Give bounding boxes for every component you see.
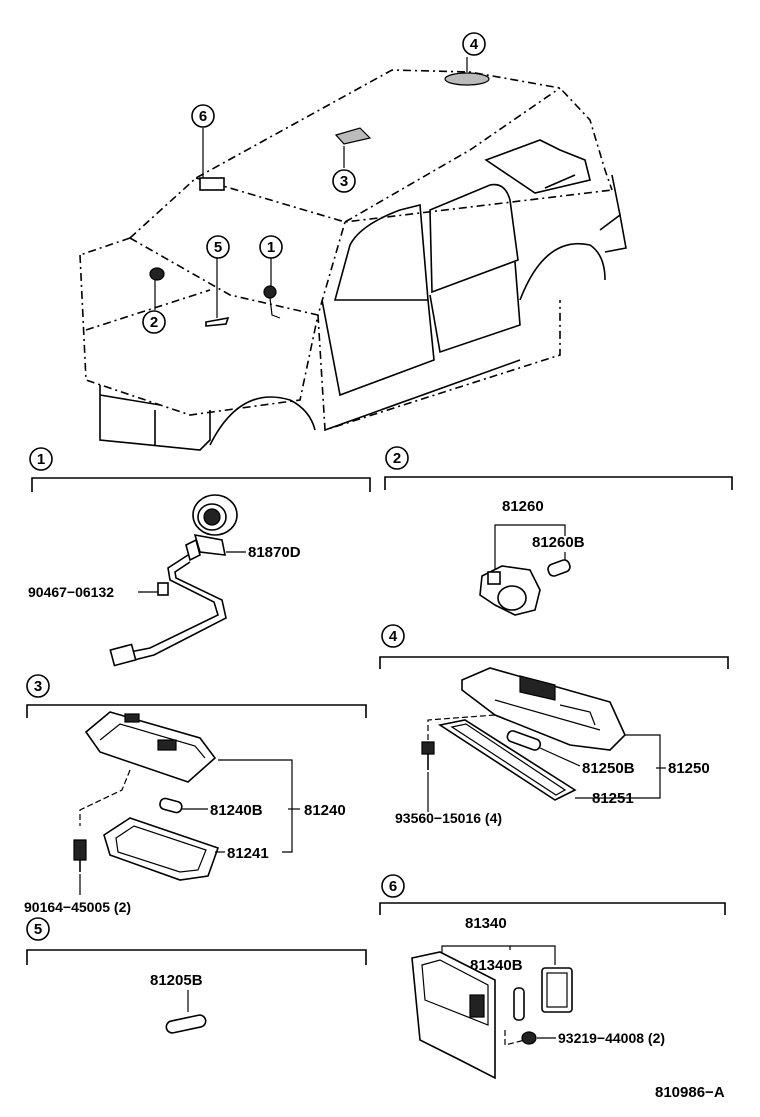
part-4-on-car (444, 72, 490, 86)
part-number-81870d: 81870D (248, 544, 301, 561)
svg-text:2: 2 (150, 314, 158, 331)
part-81250b-bulb (506, 730, 542, 751)
part-81340-housing (411, 951, 496, 1080)
callout-6: 6 (191, 104, 215, 128)
section-1: 1 81870D 90467−06132 (28, 447, 371, 667)
part-number-81250: 81250 (668, 760, 710, 777)
callout-4: 4 (462, 32, 486, 56)
part-81205b-bulb (165, 1014, 207, 1034)
part-81260-socket (479, 565, 541, 616)
callout-1: 1 (259, 235, 283, 259)
section-2: 2 81260 81260B (384, 446, 733, 616)
part-number-90467: 90467−06132 (28, 584, 114, 600)
part-81870d-lamp (185, 494, 238, 562)
section-5: 5 81205B (26, 917, 367, 1034)
part-3-on-car (334, 127, 372, 145)
part-number-81250b: 81250B (582, 760, 635, 777)
section-4: 4 81250B 81250 81251 93560−15016 (4) (379, 624, 729, 826)
section-6: 6 81340 81340B 93219−44008 (2) (379, 874, 726, 1080)
section-3: 3 90164−45005 (2) 81240B 81240 81241 (24, 674, 367, 915)
svg-text:2: 2 (393, 450, 401, 467)
svg-text:4: 4 (470, 36, 479, 53)
part-number-90164: 90164−45005 (2) (24, 899, 131, 915)
part-number-81340: 81340 (465, 915, 507, 932)
part-81251-lens (437, 719, 577, 801)
svg-text:6: 6 (389, 878, 397, 895)
part-number-81241: 81241 (227, 845, 269, 862)
part-81240b-bulb (159, 797, 183, 814)
part-90164-screw (73, 839, 87, 872)
svg-text:5: 5 (214, 239, 222, 256)
part-2-on-car (149, 267, 165, 281)
callout-3: 3 (332, 169, 356, 193)
vehicle-illustration (79, 57, 627, 451)
part-81340-lens (541, 967, 573, 1013)
part-6-on-car (199, 177, 225, 191)
part-81340b-bulb (513, 987, 525, 1021)
part-number-81251: 81251 (592, 790, 634, 807)
part-93219-screw (521, 1031, 537, 1045)
part-number-81240: 81240 (304, 802, 346, 819)
connector (109, 643, 137, 667)
part-81240-housing (84, 711, 217, 783)
part-81260b-bulb (547, 559, 571, 577)
callout-5: 5 (206, 235, 230, 259)
figure-code: 810986−A (655, 1084, 725, 1101)
part-number-81260: 81260 (502, 498, 544, 515)
part-81241-lens (103, 817, 220, 881)
svg-text:6: 6 (199, 108, 207, 125)
part-number-81260b: 81260B (532, 534, 585, 551)
part-5-on-car (205, 316, 230, 327)
part-number-93219: 93219−44008 (2) (558, 1030, 665, 1046)
svg-text:4: 4 (389, 628, 398, 645)
part-number-93560: 93560−15016 (4) (395, 810, 502, 826)
svg-text:1: 1 (37, 451, 45, 468)
part-number-81240b: 81240B (210, 802, 263, 819)
part-93560-screw (421, 741, 435, 770)
svg-text:3: 3 (34, 678, 42, 695)
clip (157, 582, 169, 596)
svg-text:3: 3 (340, 173, 348, 190)
svg-text:1: 1 (267, 239, 275, 256)
part-number-81340b: 81340B (470, 957, 523, 974)
part-81250-housing (461, 667, 626, 751)
callout-2: 2 (142, 310, 166, 334)
part-1-on-car (263, 285, 277, 299)
svg-text:5: 5 (34, 921, 42, 938)
part-number-81205b: 81205B (150, 972, 203, 989)
